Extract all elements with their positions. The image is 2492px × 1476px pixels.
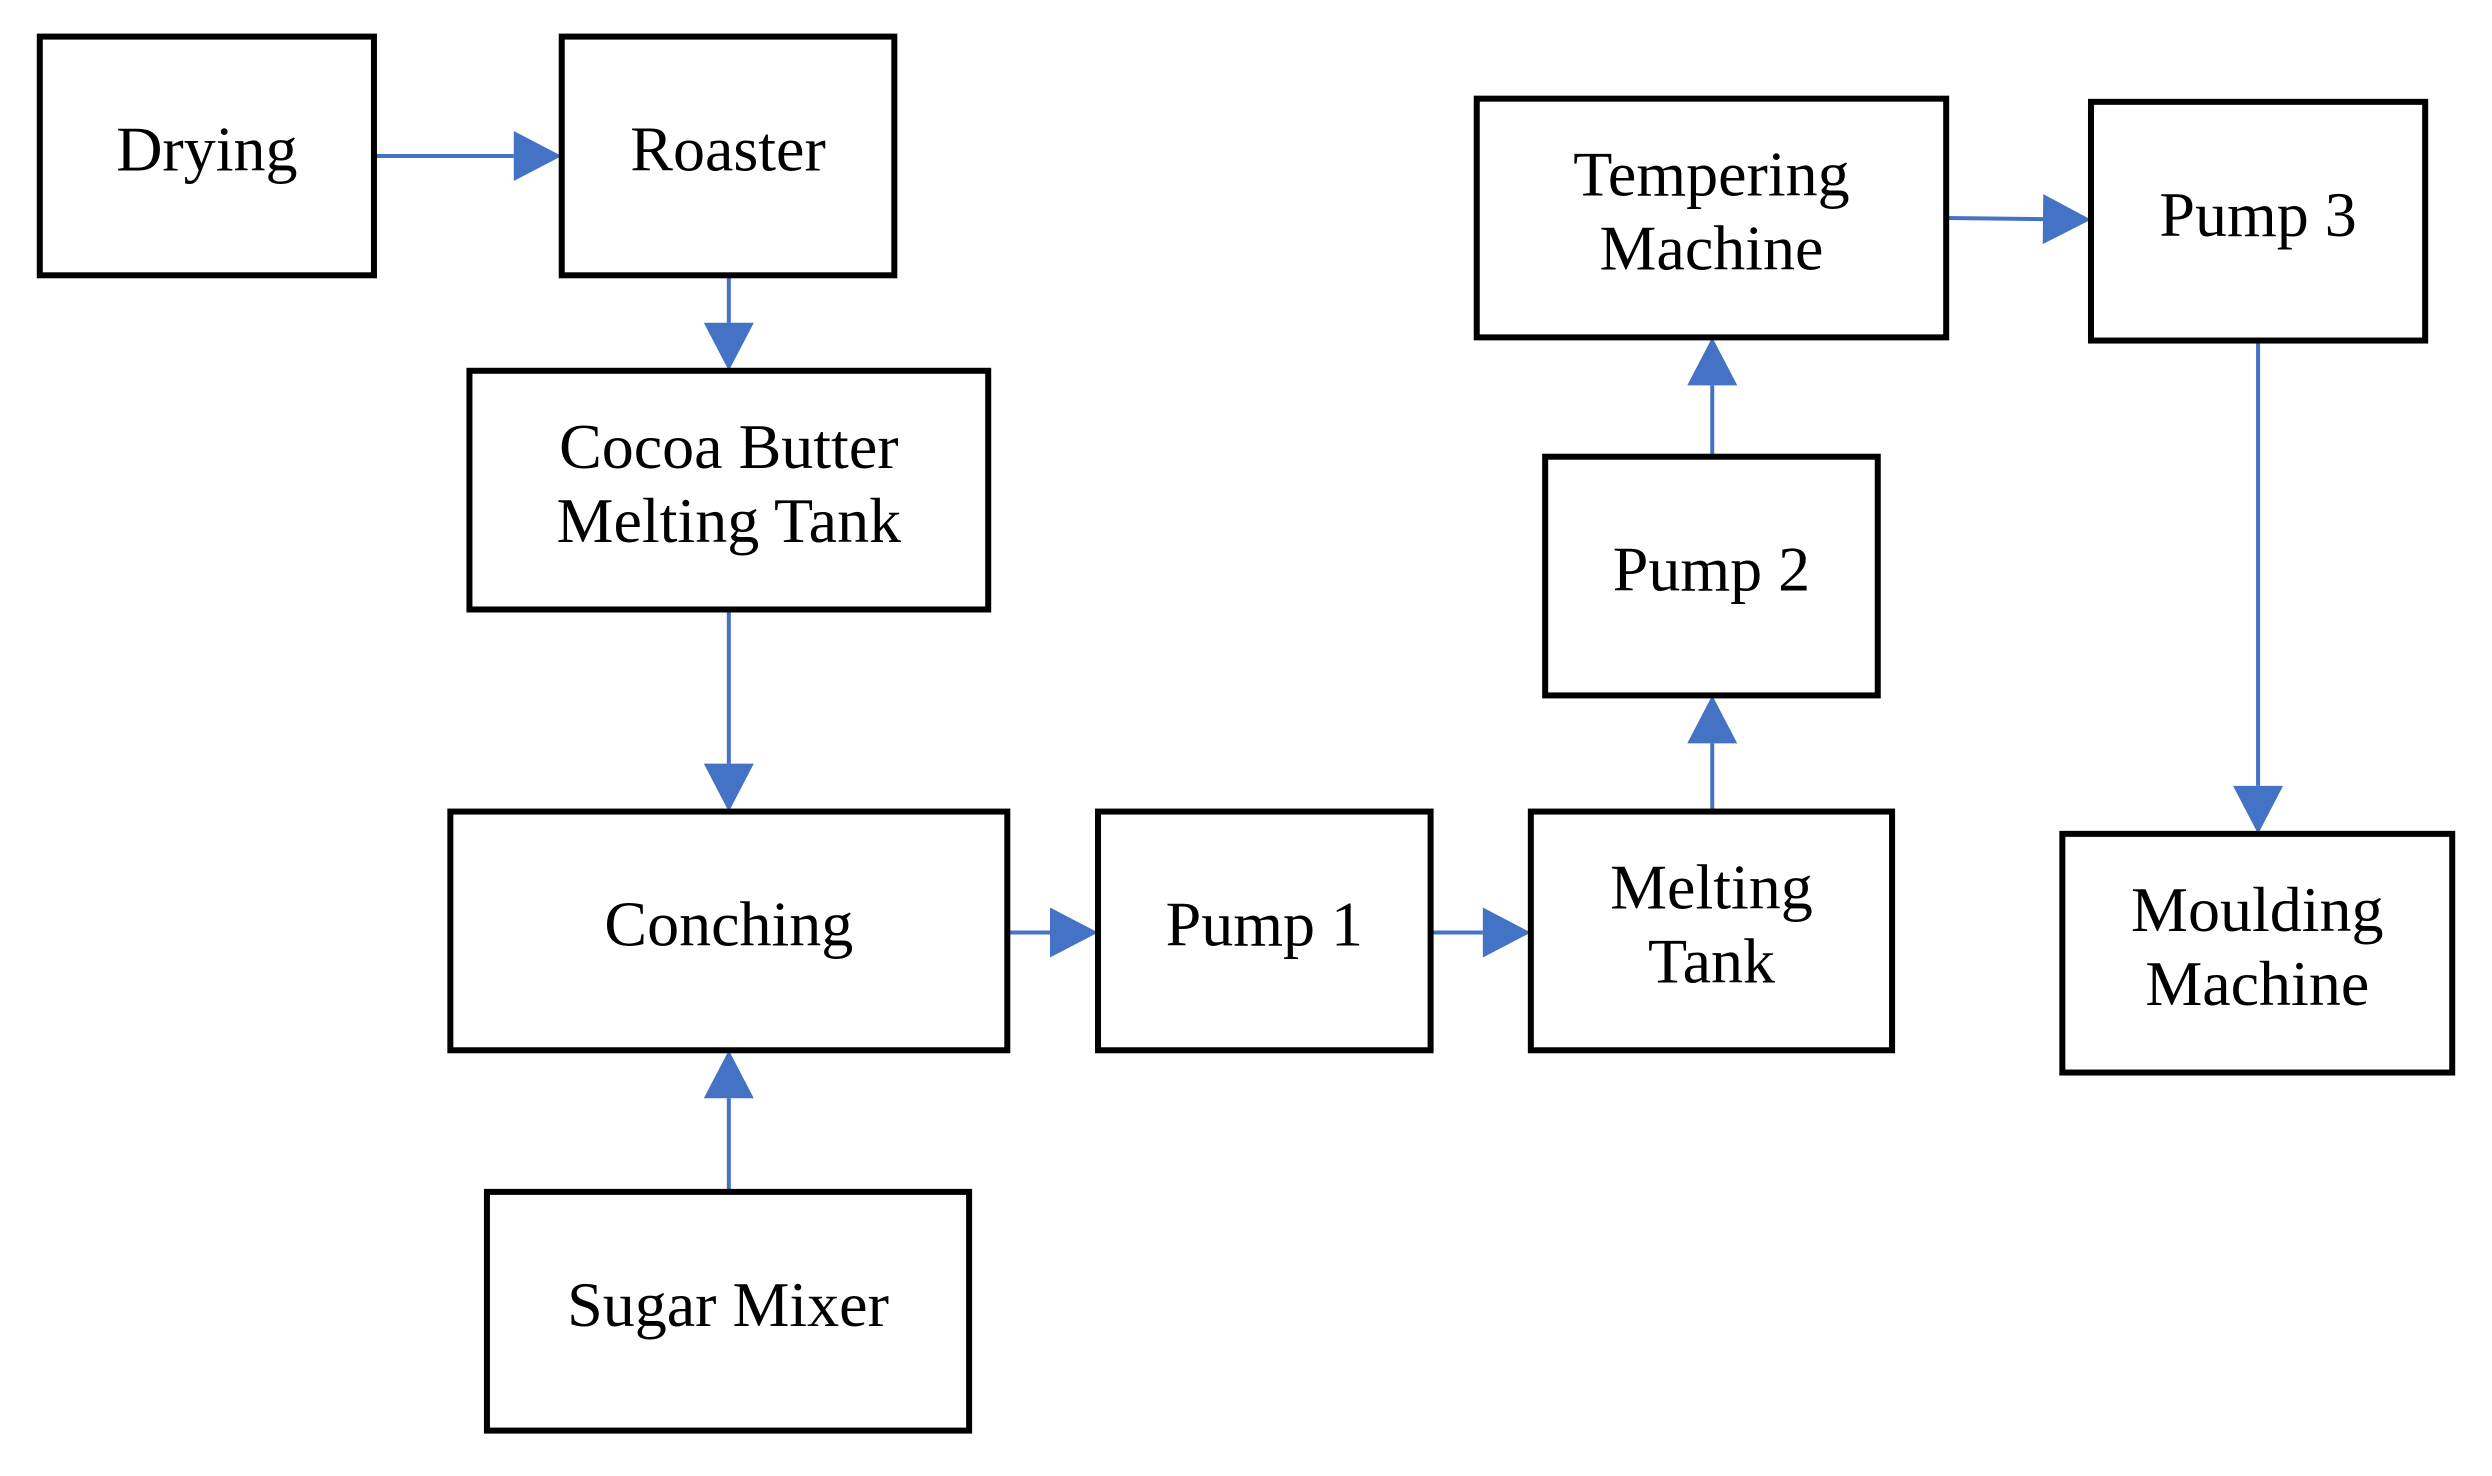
arrow-roaster-to-cocoa-butter-melting-tank: [703, 275, 754, 371]
arrow-head: [703, 322, 754, 371]
arrow-cocoa-butter-melting-tank-to-conching: [703, 609, 754, 812]
node-label: Pump 3: [2159, 179, 2356, 250]
arrow-pump-2-to-tempering-machine: [1687, 337, 1738, 457]
arrow-conching-to-pump-1: [1007, 907, 1099, 958]
node-box: [483, 1188, 973, 1434]
arrow-head: [1687, 337, 1738, 386]
node-box: [1095, 808, 1434, 1054]
node-box: [36, 33, 377, 279]
arrow-head: [513, 130, 562, 181]
node-label: Melting: [1610, 852, 1813, 923]
node-label: Roaster: [630, 114, 826, 185]
arrow-drying-to-roaster: [373, 130, 562, 181]
arrow-pump-3-to-moulding-machine: [2233, 340, 2284, 834]
node-label: Sugar Mixer: [567, 1269, 889, 1340]
arrow-head: [703, 763, 754, 812]
node-box: [2059, 830, 2456, 1076]
node-label: Tank: [1648, 926, 1775, 997]
node-pump-2: Pump 2: [1542, 453, 1881, 699]
node-label: Melting Tank: [557, 485, 902, 556]
arrow-tempering-machine-to-pump-3: [1946, 194, 2091, 245]
node-box: [2087, 98, 2429, 344]
node-pump-3: Pump 3: [2087, 98, 2429, 344]
arrow-melting-tank-to-pump-2: [1687, 695, 1738, 812]
node-box: [1542, 453, 1881, 699]
arrow-head: [1687, 695, 1738, 744]
node-label: Machine: [1600, 213, 1824, 284]
arrow-head: [1482, 907, 1531, 958]
node-label: Moulding: [2131, 874, 2383, 945]
node-label: Conching: [604, 889, 853, 960]
node-box: [1473, 95, 1950, 341]
node-label: Drying: [116, 114, 297, 185]
arrow-head: [703, 1050, 754, 1099]
node-roaster: Roaster: [558, 33, 898, 279]
arrow-pump-1-to-melting-tank: [1430, 907, 1531, 958]
node-box: [1527, 808, 1896, 1054]
node-drying: Drying: [36, 33, 377, 279]
arrow-head: [1050, 907, 1099, 958]
node-label: Pump 2: [1613, 534, 1810, 605]
node-sugar-mixer: Sugar Mixer: [483, 1188, 973, 1434]
node-label: Pump 1: [1166, 889, 1363, 960]
arrow-sugar-mixer-to-conching: [703, 1050, 754, 1192]
node-pump-1: Pump 1: [1095, 808, 1434, 1054]
node-label: Tempering: [1573, 139, 1849, 210]
arrow-head: [2233, 785, 2284, 834]
node-box: [466, 367, 992, 613]
node-box: [558, 33, 898, 279]
node-conching: Conching: [447, 808, 1011, 1054]
arrow-shaft: [1946, 216, 2044, 222]
node-box: [447, 808, 1011, 1054]
node-label: Machine: [2145, 948, 2369, 1019]
node-label: Cocoa Butter: [559, 411, 898, 482]
arrow-head: [2042, 194, 2091, 245]
